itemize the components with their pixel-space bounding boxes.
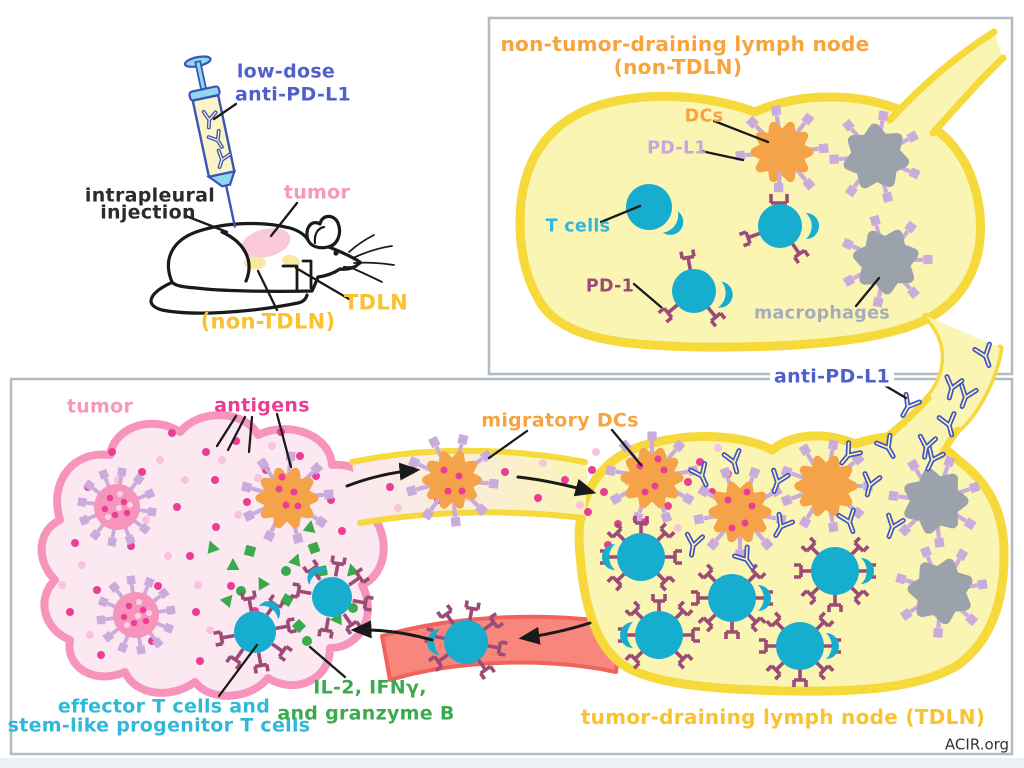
t-cells-label: T cells: [545, 216, 611, 237]
mouse-front-legs: [281, 259, 313, 291]
antigens-on-dc: [440, 466, 466, 495]
t-cell-in-vessel: [420, 595, 514, 682]
injection-label-line2: injection: [100, 201, 196, 224]
effector-t-cell: [204, 579, 312, 689]
macrophages-label: macrophages: [754, 303, 890, 324]
needle: [224, 185, 237, 228]
t-cell: [600, 516, 682, 590]
dose-label-line2: anti-PD-L1: [234, 83, 352, 106]
tdln-spot: [282, 254, 300, 268]
tumor-patch: [241, 228, 291, 258]
pd-l1-ligand-tip: [774, 183, 784, 193]
t-cell: [737, 204, 819, 265]
t-cell: [656, 247, 735, 329]
t-cell: [618, 594, 700, 668]
tumor-cell: [85, 564, 188, 667]
cytokines-label-line1: IL-2, IFNγ,: [313, 676, 427, 699]
cytokines-label-line2: and granzyme B: [277, 702, 455, 725]
tumor-label: tumor: [66, 395, 134, 418]
flow-arrows: [345, 462, 597, 645]
syringe-icon: [183, 55, 237, 228]
mouse-whiskers: [348, 234, 395, 283]
credit-text: ACIR.org: [944, 735, 1010, 754]
antigens-on-dc: [636, 455, 756, 532]
bottom-strip: [0, 758, 1024, 768]
antigens-on-dc: [275, 473, 302, 510]
tdln-caption: tumor-draining lymph node (TDLN): [580, 705, 986, 729]
effector-label-line1: effector T cells and: [57, 695, 271, 718]
t-cell: [759, 613, 841, 687]
non-tdln-title-line1: non-tumor-draining lymph node: [500, 32, 870, 56]
effector-t-cell: [281, 540, 389, 650]
antigens-label: antigens: [214, 394, 310, 417]
migratory-dcs-label: migratory DCs: [481, 409, 639, 432]
pd-1-label: PD-1: [585, 276, 635, 297]
mouse-ear: [305, 214, 342, 250]
pd-l1-label: PD-L1: [647, 138, 707, 159]
pointer-lines-tdln: [215, 383, 908, 698]
dcs-label: DCs: [684, 106, 724, 127]
mouse-mouth: [342, 261, 363, 269]
t-cell: [626, 184, 689, 241]
non-tdln-label-mouse: (non-TDLN): [200, 309, 336, 334]
mouse-haunch: [220, 230, 251, 283]
mouse-tail: [149, 280, 309, 315]
effector-label-line2: stem-like progenitor T cells: [7, 714, 311, 737]
non-tdln-title-line2: (non-TDLN): [613, 55, 743, 79]
mouse-ear-inner: [313, 225, 326, 245]
mouse-eye: [333, 250, 339, 256]
tumor-label-mouse: tumor: [283, 181, 351, 204]
dose-label-line1: low-dose: [236, 60, 336, 83]
injection-label-line1: intrapleural: [84, 184, 216, 207]
pointer-lines-mouse: [184, 102, 351, 312]
anti-pd-l1-label: anti-PD-L1: [769, 367, 895, 387]
antigen-dots-light: [58, 442, 722, 639]
pointer-lines-non-tdln: [599, 119, 881, 309]
tdln-label-mouse: TDLN: [344, 290, 408, 315]
pd-l1-ligand: [776, 170, 783, 184]
t-cell: [794, 538, 876, 612]
t-cell: [691, 565, 773, 639]
tumor-cell: [72, 462, 161, 551]
